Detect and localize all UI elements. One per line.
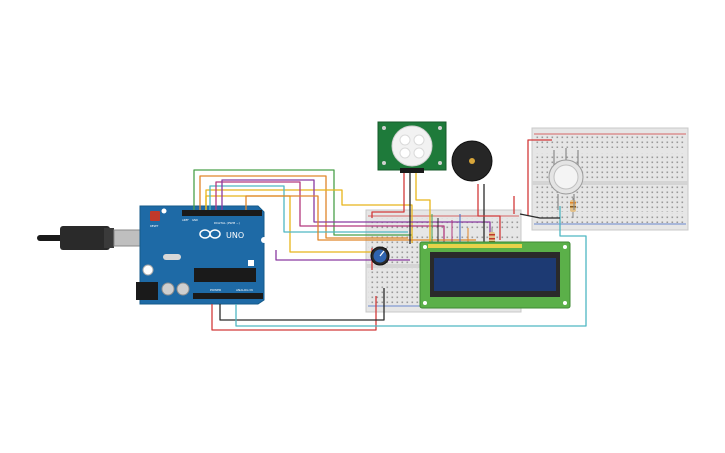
microcontroller-chip [194,268,256,282]
reset-label: RESET [150,224,159,228]
wire-red-gas [527,139,552,216]
wire-magenta [215,181,445,244]
digital-header [182,210,262,216]
potentiometer [370,246,390,266]
board-brand: UNO [226,231,244,240]
arduino-uno: UNO DIGITAL (PWM ~) POWER ANALOG IN RESE… [136,205,267,305]
reset-button[interactable] [150,211,160,221]
wire-red-power [211,296,377,331]
usb-cable [37,226,159,250]
lcd-pin-wires [431,214,469,244]
lcd-screen [434,258,556,291]
power-analog-header [193,293,263,299]
analog-header-label: ANALOG IN [236,288,253,292]
wire-orange-2 [245,195,476,241]
power-header-label: POWER [210,288,221,292]
arduino-logo [199,229,221,239]
aref-label: AREF [182,218,189,222]
piezo-buzzer [451,140,493,182]
wire-black-gas [519,213,560,219]
wire-green [193,169,412,236]
wire-purple [221,179,491,244]
wire-red-buzzer [477,184,501,240]
wire-red-pir [371,170,405,218]
wire-yellow [205,189,413,243]
gas-sensor [548,148,584,210]
wire-teal [209,185,408,233]
lcd-16x2 [419,241,571,309]
wire-teal-2 [235,206,587,327]
digital-header-label: DIGITAL (PWM ~) [214,221,240,225]
gnd-label: GND [192,218,198,222]
wire-black-gnd [219,288,385,321]
wire-orange [199,175,408,239]
wire-yellow-pir [415,170,431,244]
pir-motion-sensor [377,121,447,173]
